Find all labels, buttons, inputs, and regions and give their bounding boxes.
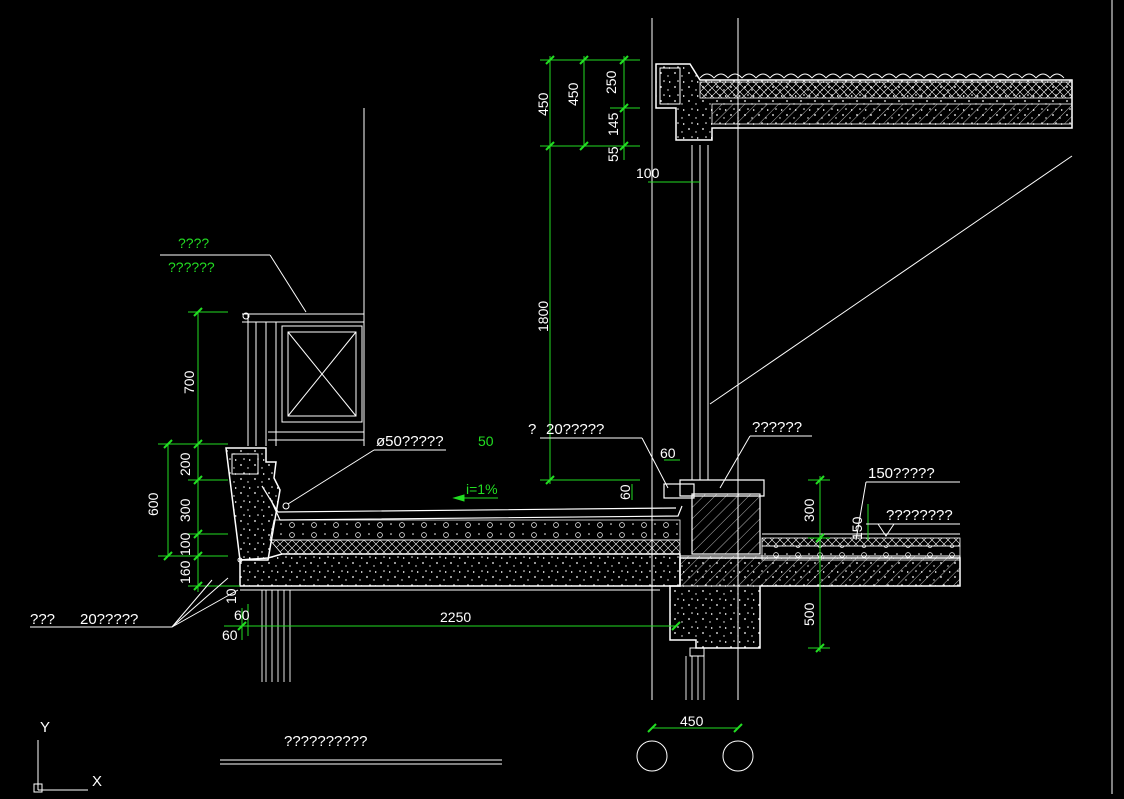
ucs-icon [33,740,88,793]
dim-160: 160 [177,560,193,584]
dimension-texts: 450 450 250 145 55 100 1800 700 200 600 … [145,70,865,729]
label-right-callout-2: 150????? [868,465,935,482]
roof-slab [655,63,1073,141]
dimension-lines [158,56,869,729]
dim-2250: 2250 [440,609,471,625]
dim-450-bottom: 450 [680,713,704,729]
dim-450-inner: 450 [565,82,581,106]
label-mid-callout-a: ? [528,421,536,438]
ucs-x-label: X [92,773,102,790]
label-pipe: ø50????? [376,433,444,450]
dim-200: 200 [177,452,193,476]
structure-lines [363,0,1113,794]
annotation-texts: ???? ?????? ø50????? 50 i=1% ??? 20?????… [30,235,953,750]
balcony-slab [225,447,683,682]
dim-300-right: 300 [801,498,817,522]
dim-300-left: 300 [177,498,193,522]
label-left-callout-a: ??? [30,611,55,628]
railing [242,312,364,446]
label-top-green-1: ???? [178,235,209,251]
dim-1800: 1800 [535,301,551,332]
dim-700: 700 [181,370,197,394]
dim-10: 10 [223,588,239,604]
dim-60-b: 60 [222,627,238,643]
label-right-callout-1: ?????? [752,419,802,436]
ucs-y-label: Y [40,719,50,736]
dimension-ticks [163,55,825,733]
dim-100-top: 100 [636,165,660,181]
label-right-callout-3: ???????? [886,507,953,524]
grid-bubble-right [722,740,754,772]
dim-500: 500 [801,602,817,626]
dim-600: 600 [145,492,161,516]
dim-60-vert: 60 [617,484,633,500]
dim-145: 145 [605,112,621,136]
dim-150-vert: 150 [849,516,865,540]
dim-100-left: 100 [177,532,193,556]
leader-lines [30,254,960,765]
dim-250: 250 [603,70,619,94]
dim-55: 55 [605,146,621,162]
label-pipe-green: 50 [478,433,494,449]
label-slope: i=1% [466,481,498,497]
label-left-callout-b: 20????? [80,611,138,628]
drawing-title: ?????????? [284,733,367,750]
label-mid-callout-b: 20????? [546,421,604,438]
label-top-green-2: ?????? [168,259,215,275]
grid-bubble-left [636,740,668,772]
dim-450-outer: 450 [535,92,551,116]
roof-tiles [699,73,1065,79]
dim-60-a: 60 [234,607,250,623]
dim-60-right: 60 [660,445,676,461]
floor-slab [663,479,961,700]
